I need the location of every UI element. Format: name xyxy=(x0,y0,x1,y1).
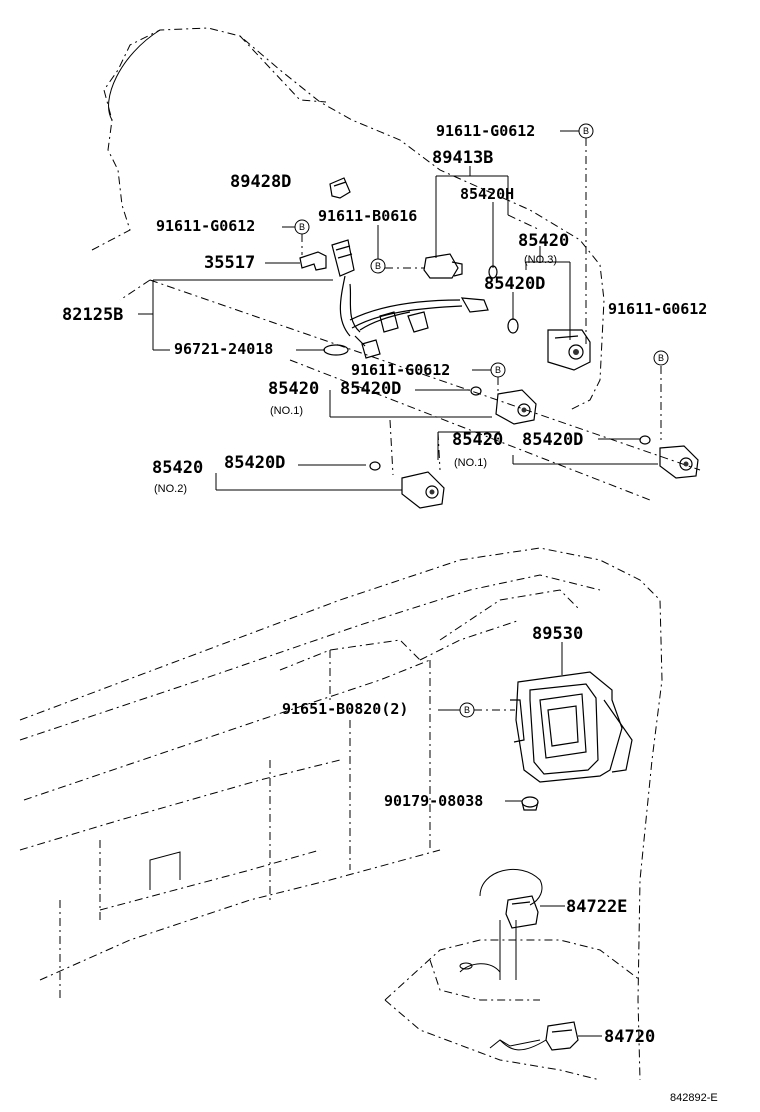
svg-text:B: B xyxy=(583,126,589,136)
part-84722e-switch xyxy=(505,895,539,929)
label-91611-g0612-mid: 91611-G0612 xyxy=(351,361,450,379)
label-85420-no1a: 85420 xyxy=(268,379,319,399)
bolt-symbol-b0616: B xyxy=(370,258,386,274)
transmission-housing xyxy=(91,27,701,501)
label-84720: 84720 xyxy=(604,1027,655,1047)
bolt-symbol-top: B xyxy=(578,123,594,139)
label-91611-b0616: 91611-B0616 xyxy=(318,207,417,225)
label-91611-g0612-top: 91611-G0612 xyxy=(436,122,535,140)
part-85420h-oring xyxy=(488,265,498,279)
bolt-symbol-mid: B xyxy=(490,362,506,378)
part-85420-solenoid-no1b xyxy=(659,445,699,479)
label-89530: 89530 xyxy=(532,624,583,644)
label-91611-g0612-left: 91611-G0612 xyxy=(156,217,255,235)
label-85420-no1b: 85420 xyxy=(452,430,503,450)
part-89413b-sensor xyxy=(423,253,463,279)
label-90179-08038: 90179-08038 xyxy=(384,792,483,810)
label-no1a: (NO.1) xyxy=(270,405,303,417)
shift-lever-console xyxy=(384,869,641,1081)
label-35517: 35517 xyxy=(204,253,255,273)
part-84720-switch xyxy=(489,1021,579,1051)
svg-text:B: B xyxy=(658,353,664,363)
leader-lines xyxy=(138,130,662,1037)
part-85420d-oring-no1b xyxy=(639,435,651,445)
part-90179-nut xyxy=(521,796,539,811)
label-91611-g0612-right: 91611-G0612 xyxy=(608,300,707,318)
part-89428d-sensor xyxy=(329,177,351,199)
bolt-symbol-right: B xyxy=(653,350,669,366)
svg-text:B: B xyxy=(464,705,470,715)
label-84722e: 84722E xyxy=(566,897,627,917)
svg-text:B: B xyxy=(375,261,381,271)
label-no2: (NO.2) xyxy=(154,483,187,495)
label-89428d: 89428D xyxy=(230,172,291,192)
bolt-symbol-left: B xyxy=(294,219,310,235)
label-85420d-no1a: 85420D xyxy=(340,379,401,399)
part-96721-clamp xyxy=(323,344,349,356)
label-85420-no3: 85420 xyxy=(518,231,569,251)
svg-text:B: B xyxy=(495,365,501,375)
label-82125b: 82125B xyxy=(62,305,123,325)
part-89530-ecu xyxy=(510,671,633,783)
part-35517-bracket xyxy=(299,251,327,271)
part-85420-solenoid-no3 xyxy=(547,329,591,371)
illustration-reference: 842892-E xyxy=(670,1092,718,1104)
label-89413b: 89413B xyxy=(432,148,493,168)
part-85420-solenoid-no1a xyxy=(495,389,537,425)
label-no3: (NO.3) xyxy=(524,254,557,266)
part-85420d-oring-no1a xyxy=(470,386,482,396)
label-85420d-no2: 85420D xyxy=(224,453,285,473)
svg-text:B: B xyxy=(299,222,305,232)
dashboard-outline xyxy=(19,547,663,1081)
part-85420d-oring-no2 xyxy=(369,461,381,471)
label-96721-24018: 96721-24018 xyxy=(174,340,273,358)
label-85420h: 85420H xyxy=(460,185,514,203)
part-82125b-wire-harness xyxy=(331,239,489,359)
label-85420d-no3: 85420D xyxy=(484,274,545,294)
part-85420-solenoid-no2 xyxy=(401,471,445,509)
label-85420d-no1b: 85420D xyxy=(522,430,583,450)
label-no1b: (NO.1) xyxy=(454,457,487,469)
label-91651-b0820: 91651-B0820(2) xyxy=(282,700,408,718)
part-85420d-oring-no3 xyxy=(507,318,519,334)
callout-labels: 91611-G0612 89413B 89428D 85420H 91611-G… xyxy=(62,122,718,1104)
label-85420-no2: 85420 xyxy=(152,458,203,478)
bolt-symbol-ecu: B xyxy=(459,702,475,718)
